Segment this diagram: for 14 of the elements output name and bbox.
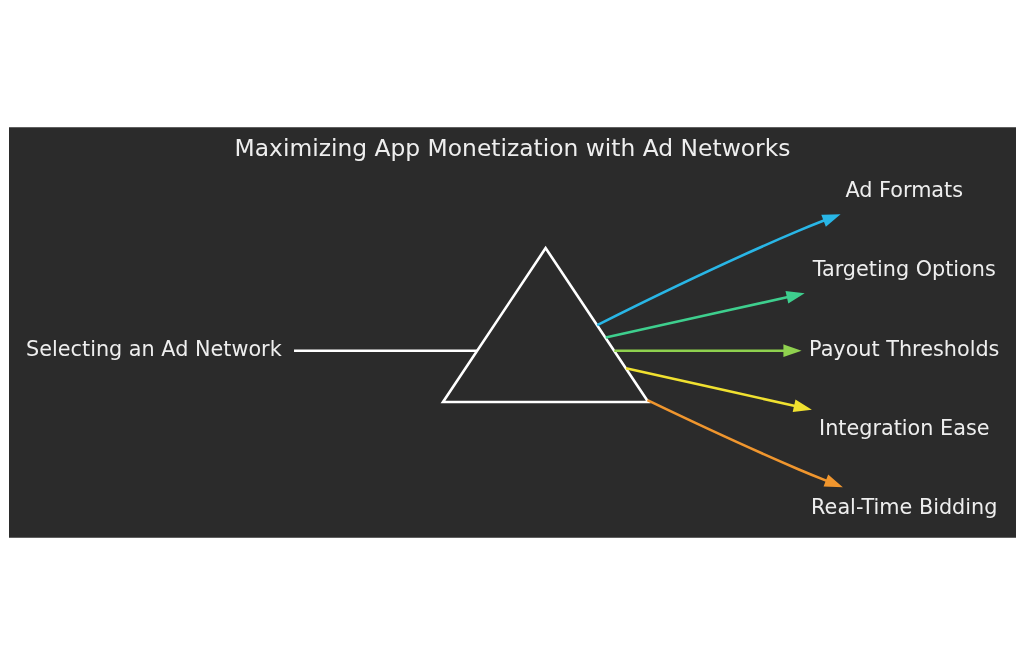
arrow bbox=[646, 398, 843, 487]
node-text: Selecting an Ad Network bbox=[25, 336, 282, 361]
arrow bbox=[625, 366, 812, 412]
node-triangle bbox=[440, 245, 651, 403]
connector bbox=[293, 348, 477, 352]
node-text: Payout Thresholds bbox=[808, 336, 999, 361]
arrow bbox=[604, 290, 805, 339]
diagram-title: Maximizing App Monetization with Ad Networks bbox=[234, 133, 790, 162]
node-text: Real-Time Bidding bbox=[810, 494, 997, 519]
node-text: Ad Formats bbox=[844, 177, 963, 202]
arrow bbox=[613, 343, 802, 357]
arrow bbox=[596, 213, 841, 326]
node-text: Targeting Options bbox=[812, 256, 996, 281]
node-text: Integration Ease bbox=[818, 415, 989, 440]
